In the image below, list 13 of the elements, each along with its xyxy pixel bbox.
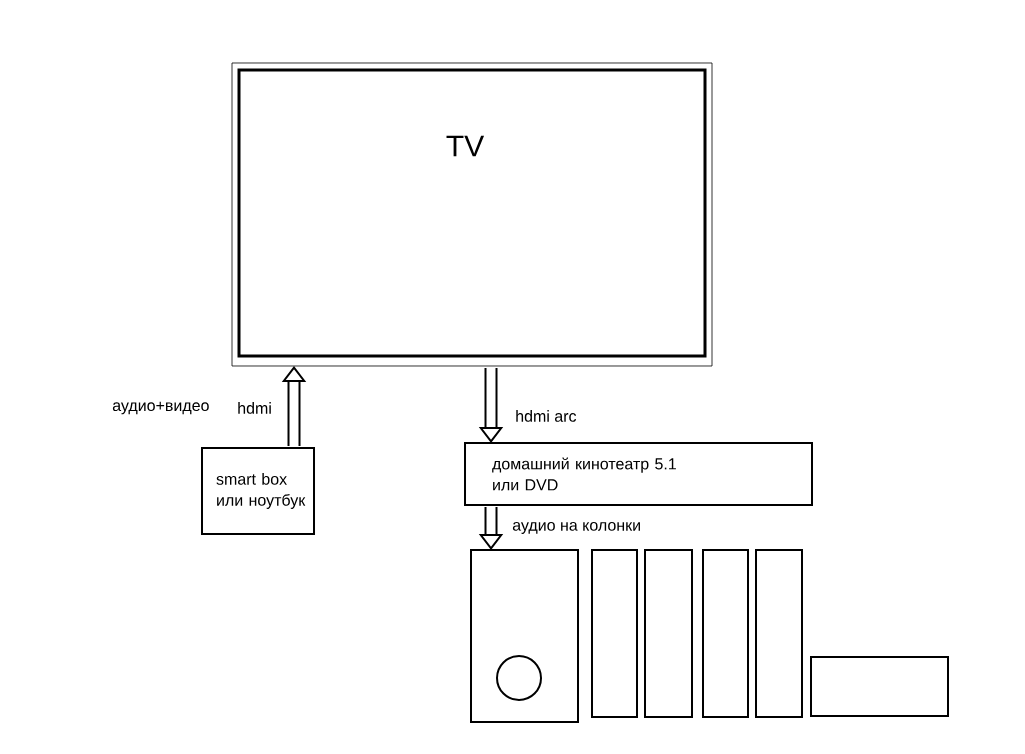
edge-label: аудио на колонки [512,522,640,534]
speaker-box [810,656,949,717]
speaker-box [702,549,749,718]
receiver-box: домашний кинотеатр 5.1 или DVD [464,442,813,506]
speaker-box [591,549,638,718]
edge-label: hdmi arc [516,410,577,422]
signal-label: аудио+видео [112,401,209,415]
edge-label: hdmi [238,402,271,414]
speaker-box [755,549,803,718]
device-box: smart box или ноутбук [201,447,315,535]
tv-screen: TV [231,62,713,367]
subwoofer-box [470,549,579,723]
speaker-box [644,549,693,718]
